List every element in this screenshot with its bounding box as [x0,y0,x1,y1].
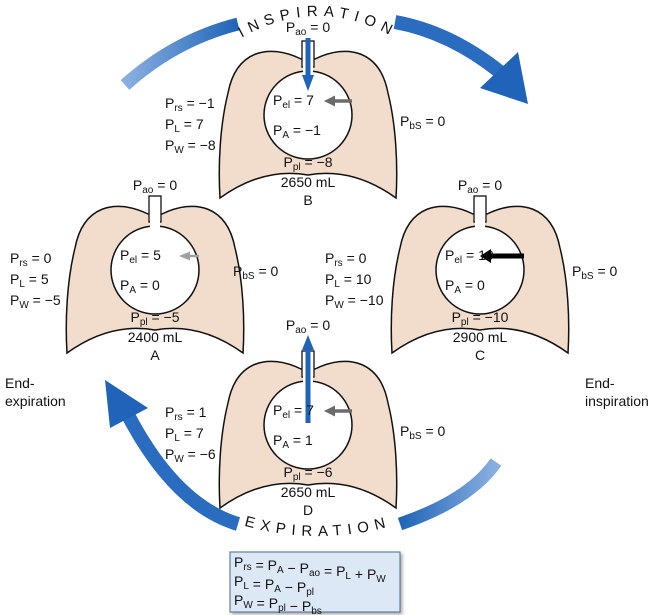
chest-wall-pressure: PW = −8 [165,137,216,156]
airway-opening-pressure: Pao = 0 [133,177,177,196]
inspiration-arrow-tail [120,17,240,90]
lung-d: Pao = 0 Pel = 7 PA = 1 Ppl = −6 PbS = 0 Prs =… [165,317,446,518]
body-surface-pressure: PbS = 0 [400,113,446,132]
expiration-label: EXPIRATION [243,513,393,540]
end-expiration-label-1: End- [5,375,35,391]
inspiration-arrow [120,15,528,104]
pleural-pressure: Ppl = −8 [283,154,332,173]
elastic-recoil-pressure: Pel = 7 [273,402,314,421]
formula-line: PL = PA − Ppl [234,573,314,598]
alveolar-pressure: PA = 0 [120,277,160,296]
panel-letter: B [303,192,312,208]
expiration-arrowhead [105,380,148,428]
panel-letter: A [150,347,160,363]
chest-wall-pressure: PW = −5 [10,292,61,311]
body-surface-pressure: PbS = 0 [400,423,446,442]
formula-line: Prs = PA − Pao = PL + PW [234,554,386,585]
airway-opening [475,220,485,228]
expiration-arrow-tail [397,458,502,531]
alveolus [435,225,525,315]
transpulmonary-pressure: PL = 7 [165,116,204,135]
body-surface-pressure: PbS = 0 [233,263,279,282]
panel-letter: C [475,347,485,363]
airway-opening-pressure: Pao = 0 [286,19,330,38]
end-inspiration-label-2: inspiration [585,393,649,409]
trachea [473,195,487,223]
lung-a: Pao = 0 Pel = 5 PA = 0 Ppl = −5 PbS = 0 Prs =… [10,177,279,363]
lung-b: Pao = 0 Pel = 7 PA = −1 Ppl = −8 PbS = 0 Prs … [165,19,446,208]
airway-opening-pressure: Pao = 0 [286,317,330,336]
formula-line: PW = Ppl − Pbs [234,592,322,615]
elastic-recoil-arrow [324,405,352,417]
chest-wall-pressure: PW = −6 [165,446,216,465]
respiratory-system-pressure: Prs = 0 [325,250,367,269]
lung-volume: 2650 mL [281,174,336,190]
elastic-recoil-pressure: Pel = 5 [120,247,161,266]
inspiration-arrowhead [480,52,528,104]
lung-volume: 2900 mL [453,329,508,345]
airway-opening-pressure: Pao = 0 [458,177,502,196]
alveolus [110,225,200,315]
lung-volume: 2650 mL [281,484,336,500]
respiratory-system-pressure: Prs = 0 [10,250,52,269]
transpulmonary-pressure: PL = 7 [165,425,204,444]
panel-letter: D [303,502,313,518]
respiratory-system-pressure: Prs = 1 [165,404,207,423]
trachea [148,195,162,223]
transpulmonary-pressure: PL = 5 [10,271,49,290]
airflow-in-arrow [302,38,314,91]
inspiration-arrow-body [393,15,505,78]
end-inspiration-label-1: End- [585,375,615,391]
elastic-recoil-arrow [179,251,199,261]
elastic-recoil-pressure: Pel = 7 [273,92,314,111]
elastic-recoil-arrow [480,249,524,263]
pleural-pressure: Ppl = −6 [283,464,332,483]
elastic-recoil-arrow [324,95,352,107]
lung-volume: 2400 mL [128,329,183,345]
alveolar-pressure: PA = 0 [445,277,485,296]
airway-opening [150,220,160,228]
airflow-out-arrow [302,335,314,423]
alveolar-pressure: PA = 1 [273,432,313,451]
formula-box [229,551,401,613]
pleural-pressure: Ppl = −5 [130,309,179,328]
end-expiration-label-2: expiration [5,393,66,409]
chest-wall-pressure: PW = −10 [325,292,384,311]
expiration-arrow-body [121,411,241,531]
lung-c: Pao = 0 Pel = 10 PA = 0 Ppl = −10 PbS = 0 Prs… [325,177,618,363]
alveolar-pressure: PA = −1 [273,122,321,141]
expiration-arrow [105,380,502,531]
body-surface-pressure: PbS = 0 [572,263,618,282]
transpulmonary-pressure: PL = 10 [325,271,372,290]
pleural-pressure: Ppl = −10 [452,309,509,328]
elastic-recoil-pressure: Pel = 10 [445,247,494,266]
respiratory-system-pressure: Prs = −1 [165,95,215,114]
